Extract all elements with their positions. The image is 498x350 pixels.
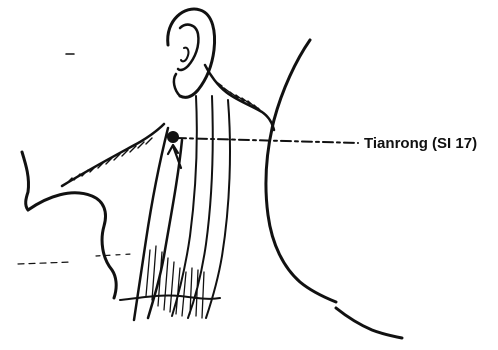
jaw-outline [22,124,164,298]
acupoint-dot [167,131,179,143]
neck-muscles [120,96,230,320]
hairline-shading [205,65,274,130]
back-of-neck-outline [266,40,336,302]
shoulder-outline [336,308,402,338]
leader-line [176,138,358,143]
point-label: Tianrong (SI 17) [364,135,477,152]
ear-outline [168,9,215,97]
